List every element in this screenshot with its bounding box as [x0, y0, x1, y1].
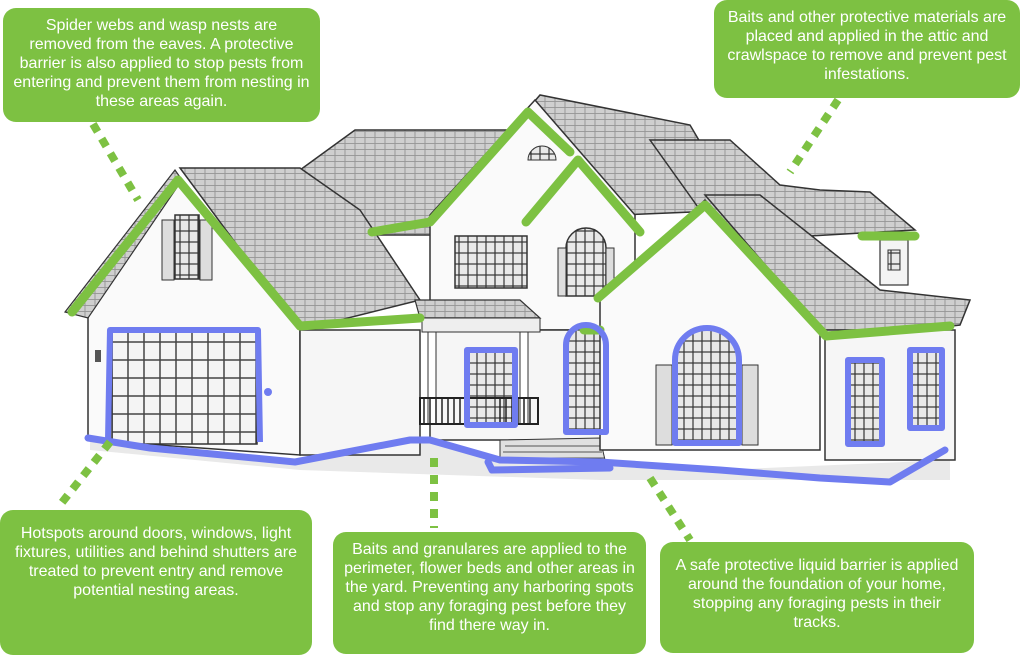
eaves-callout: Spider webs and wasp nests are removed f… [3, 8, 320, 122]
liquid-barrier-callout: A safe protective liquid barrier is appl… [660, 542, 974, 653]
foundation-barrier-line [84, 434, 949, 486]
callout-connectors [56, 97, 842, 543]
side-windows [847, 349, 943, 445]
attic-callout: Baits and other protective materials are… [714, 0, 1020, 98]
eaves-highlight [67, 107, 955, 341]
hotspot-outlines [105, 322, 945, 447]
utility-hotspot [264, 388, 272, 396]
perimeter-baits-callout: Baits and granulares are applied to the … [333, 532, 646, 654]
garage-door [111, 331, 258, 445]
left-upper-window [161, 214, 213, 281]
right-arched-window [655, 327, 759, 446]
hotspots-callout: Hotspots around doors, windows, light fi… [0, 510, 312, 655]
porch [414, 299, 606, 463]
